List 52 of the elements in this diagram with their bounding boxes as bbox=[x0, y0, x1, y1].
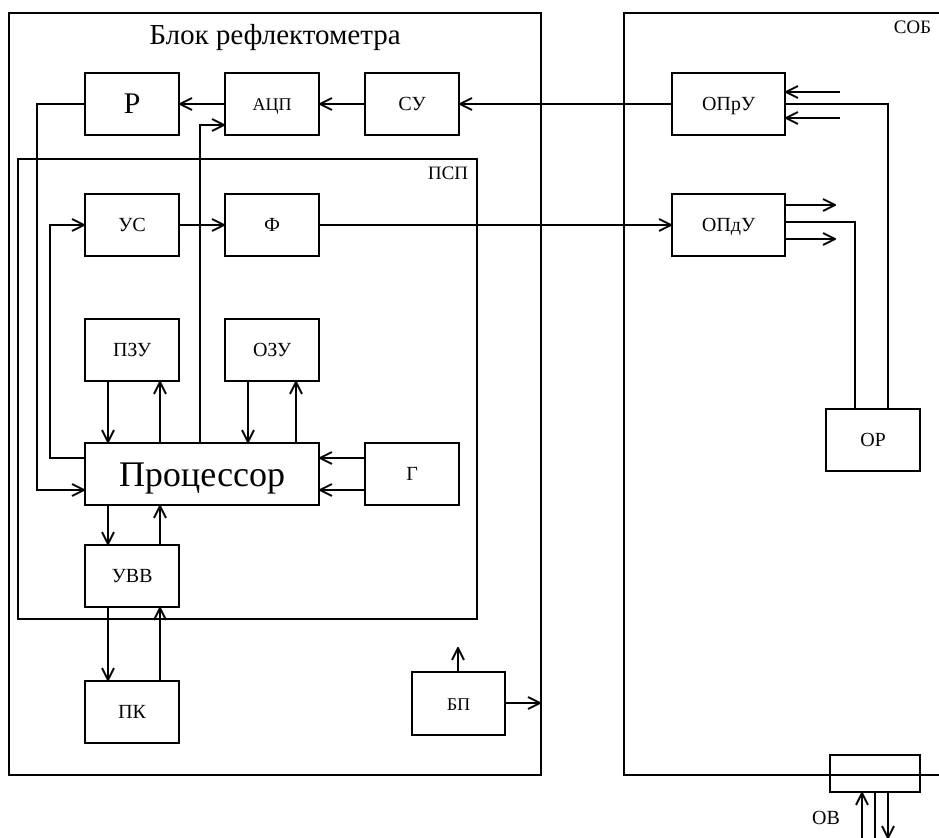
process-box: Р bbox=[84, 72, 180, 136]
arrow bbox=[855, 792, 869, 838]
block-frame bbox=[17, 158, 478, 620]
arrow bbox=[786, 232, 836, 246]
process-box: ПК bbox=[84, 680, 180, 744]
arrow bbox=[199, 118, 225, 442]
arrow bbox=[36, 103, 85, 497]
arrow bbox=[319, 97, 364, 111]
process-box: ОР bbox=[825, 408, 921, 472]
process-box: Ф bbox=[224, 193, 320, 257]
arrow bbox=[289, 381, 303, 442]
arrow bbox=[319, 451, 364, 465]
arrow bbox=[241, 382, 255, 443]
process-box: ПЗУ bbox=[84, 318, 180, 382]
arrow bbox=[319, 483, 364, 497]
process-box: Г bbox=[364, 442, 460, 506]
arrow bbox=[49, 218, 85, 459]
connector-line bbox=[874, 793, 876, 838]
fiber-label: ОВ bbox=[812, 808, 840, 828]
connector-line bbox=[786, 103, 889, 408]
arrow bbox=[153, 607, 167, 680]
arrow bbox=[179, 97, 224, 111]
block-title: Блок рефлектометра bbox=[148, 20, 402, 52]
process-box: СУ bbox=[364, 72, 460, 136]
empty-box bbox=[829, 754, 921, 793]
block-title: СОБ bbox=[894, 18, 931, 39]
process-box: УС bbox=[84, 193, 180, 257]
arrow bbox=[451, 647, 465, 671]
block-frame bbox=[8, 12, 542, 776]
arrow bbox=[785, 111, 840, 125]
arrow bbox=[101, 506, 115, 545]
arrow bbox=[459, 97, 671, 111]
block-frame bbox=[623, 12, 939, 776]
process-box: Процессор bbox=[84, 442, 320, 506]
block-title: ПСП bbox=[428, 164, 468, 185]
process-box: ОПрУ bbox=[671, 72, 786, 136]
arrow bbox=[180, 218, 225, 232]
arrow bbox=[786, 198, 836, 212]
arrow bbox=[101, 608, 115, 681]
arrow bbox=[320, 218, 672, 232]
arrow bbox=[153, 381, 167, 442]
arrow bbox=[785, 85, 840, 99]
connector-line bbox=[786, 221, 856, 408]
arrow bbox=[101, 382, 115, 443]
process-box: БП bbox=[411, 671, 506, 736]
arrow bbox=[153, 505, 167, 544]
process-box: ОЗУ bbox=[224, 318, 320, 382]
arrow bbox=[881, 793, 895, 838]
arrow bbox=[506, 696, 541, 710]
process-box: ОПдУ bbox=[671, 193, 786, 257]
process-box: УВВ bbox=[84, 544, 180, 608]
process-box: АЦП bbox=[224, 72, 320, 136]
